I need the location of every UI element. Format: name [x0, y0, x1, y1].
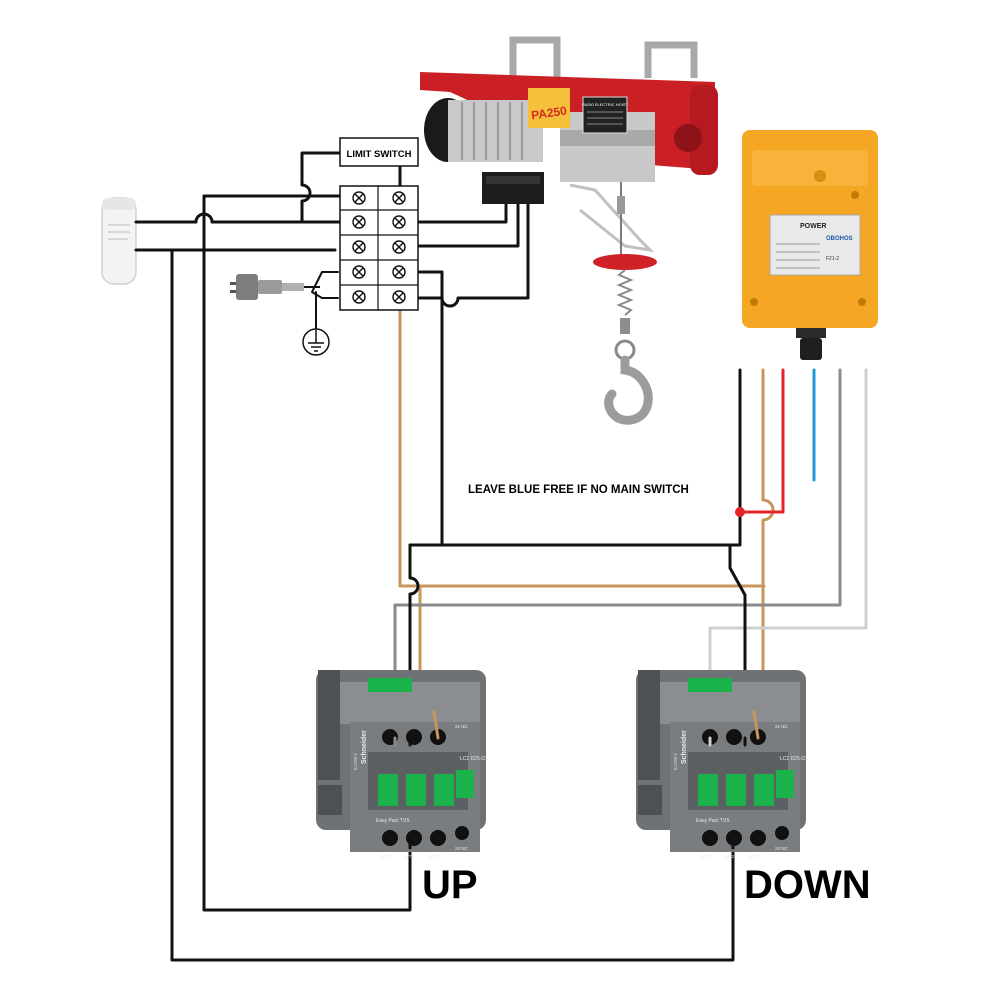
contactor-down-terminal-code-3: 2/T1: [701, 854, 711, 859]
contactor-down-brand: Schneider: [681, 730, 688, 764]
contactor-down-terminal-code-4: 4/T2: [725, 854, 735, 859]
contactor-up-code: LC1 D25-D1: [460, 756, 488, 762]
terminal-wire-ends: [393, 710, 760, 850]
note-text: LEAVE BLUE FREE IF NO MAIN SWITCH: [468, 484, 689, 496]
contactor-up-terminal-code-2: 22 NC: [455, 846, 469, 851]
wires: [134, 151, 868, 962]
contactor-down-terminal-code-2: 22 NC: [775, 846, 789, 851]
ground-icon: [302, 328, 330, 356]
contactor-down-bottom-label: Easy Pact TVS: [696, 818, 730, 824]
contactor-up-side-code: E1700 3: [353, 753, 358, 770]
hoist-model-badge: PA250: [530, 104, 568, 123]
contactor-up-terminal-code-5: 6/T3: [429, 854, 439, 859]
remote-model: F21-2: [826, 256, 839, 262]
contactor-up: Schneider LC1 D25-D1 E1700 3 Easy Pact T…: [316, 670, 488, 859]
contactor-down-terminal-code-1: 21 NC: [775, 724, 789, 729]
contactor-down-side-code: E1700 3: [673, 753, 678, 770]
contactor-up-bottom-label: Easy Pact TVS: [376, 818, 410, 824]
remote-receiver: POWER OBOHOS F21-2: [742, 130, 878, 360]
remote-power-label: POWER: [800, 223, 826, 230]
contactor-up-terminal-code-3: 2/T1: [381, 854, 391, 859]
up-label: UP: [422, 863, 478, 907]
electric-hoist: PA250 PA250 ELECTRIC HOIST: [420, 36, 718, 425]
contactor-up-brand: Schneider: [361, 730, 368, 764]
limit-switch-box: [339, 137, 419, 167]
limit-switch-label: LIMIT SWITCH: [347, 149, 412, 160]
contactor-down: Schneider LC1 D25-D1 E1700 3 Easy Pact T…: [636, 670, 808, 859]
remote-brand: OBOHOS: [826, 236, 853, 242]
terminal-block: [339, 185, 419, 311]
contactor-up-terminal-code-4: 4/T2: [405, 854, 415, 859]
power-plug-icon: [230, 274, 320, 300]
contactor-up-terminal-code-1: 21 NC: [455, 724, 469, 729]
down-label: DOWN: [744, 863, 871, 907]
hoist-plate-title: PA250 ELECTRIC HOIST: [582, 102, 628, 107]
capacitor: [101, 197, 137, 285]
contactor-down-code: LC1 D25-D1: [780, 756, 808, 762]
contactor-down-terminal-code-5: 6/T3: [749, 854, 759, 859]
